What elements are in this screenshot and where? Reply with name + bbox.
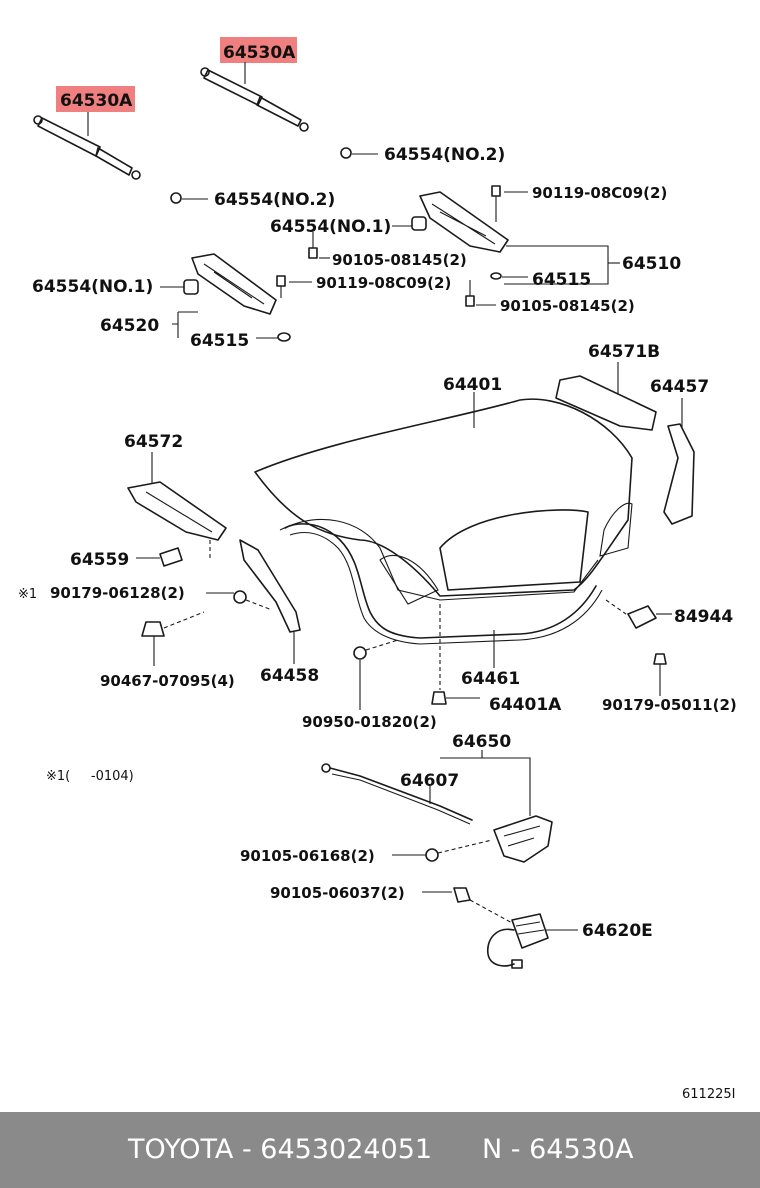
rear-trim-right bbox=[555, 362, 695, 525]
label-64559: 64559 bbox=[70, 550, 129, 570]
label-64620e: 64620E bbox=[582, 921, 653, 941]
label-64571b: 64571B bbox=[588, 342, 660, 362]
trunk-lid bbox=[254, 392, 633, 605]
highlight-box bbox=[56, 86, 135, 112]
cushion-clip-icon bbox=[170, 147, 378, 204]
footer-part-number: TOYOTA - 6453024051 bbox=[128, 1134, 433, 1165]
label-64530a: 64530A bbox=[60, 91, 133, 111]
highlight-box bbox=[220, 37, 297, 63]
label-64401: 64401 bbox=[443, 375, 502, 395]
parts-diagram: 64530A 64530A 64554(NO.2) 64554(NO.2) 90… bbox=[18, 37, 737, 1102]
label-90105-06168: 90105-06168(2) bbox=[240, 847, 375, 865]
support-strut-upper bbox=[200, 67, 309, 132]
label-64554-no2: 64554(NO.2) bbox=[214, 190, 335, 210]
footer-bar: TOYOTA - 6453024051 N - 64530A bbox=[0, 1112, 760, 1188]
label-90105-06037: 90105-06037(2) bbox=[270, 884, 405, 902]
label-64650: 64650 bbox=[452, 732, 511, 752]
clip-90467 bbox=[141, 611, 205, 666]
lock-actuator bbox=[422, 887, 578, 969]
label-90950-01820: 90950-01820(2) bbox=[302, 713, 437, 731]
footer-ref-code: N - 64530A bbox=[482, 1134, 634, 1165]
label-64607: 64607 bbox=[400, 771, 459, 791]
label-64515: 64515 bbox=[532, 270, 591, 290]
label-64457: 64457 bbox=[650, 377, 709, 397]
grommet-90950 bbox=[353, 639, 399, 710]
label-90179-06128: 90179-06128(2) bbox=[50, 584, 185, 602]
label-90119-08c09: 90119-08C09(2) bbox=[316, 274, 451, 292]
label-64554-no1: 64554(NO.1) bbox=[270, 217, 391, 237]
hinge-left bbox=[160, 232, 330, 342]
lock-assembly bbox=[321, 750, 553, 863]
bracket-64458 bbox=[239, 539, 301, 664]
label-84944: 84944 bbox=[674, 607, 733, 627]
rear-trim-left bbox=[127, 452, 227, 560]
note-range: ※1( -0104) bbox=[46, 769, 134, 784]
cap-64559 bbox=[136, 547, 183, 567]
support-strut-lower bbox=[33, 115, 141, 180]
label-64461: 64461 bbox=[461, 669, 520, 689]
label-64520: 64520 bbox=[100, 316, 159, 336]
label-64510: 64510 bbox=[622, 254, 681, 274]
label-90179-05011: 90179-05011(2) bbox=[602, 696, 737, 714]
hinge-right bbox=[392, 185, 620, 307]
label-64554-no1: 64554(NO.1) bbox=[32, 277, 153, 297]
label-64530a: 64530A bbox=[223, 43, 296, 63]
label-90467-07095: 90467-07095(4) bbox=[100, 672, 235, 690]
label-64515: 64515 bbox=[190, 331, 249, 351]
cushion-64401a bbox=[431, 604, 480, 705]
label-64572: 64572 bbox=[124, 432, 183, 452]
label-90105-08145: 90105-08145(2) bbox=[332, 251, 467, 269]
diagram-code: 611225I bbox=[682, 1087, 735, 1102]
label-90105-08145: 90105-08145(2) bbox=[500, 297, 635, 315]
weatherstrip bbox=[284, 523, 603, 668]
lamp-84944 bbox=[605, 599, 672, 696]
label-64458: 64458 bbox=[260, 666, 319, 686]
label-64554-no2: 64554(NO.2) bbox=[384, 145, 505, 165]
screw-90179-06128 bbox=[206, 590, 273, 611]
label-90119-08c09: 90119-08C09(2) bbox=[532, 184, 667, 202]
label-64401a: 64401A bbox=[489, 695, 562, 715]
note-mark: ※1 bbox=[18, 587, 37, 602]
